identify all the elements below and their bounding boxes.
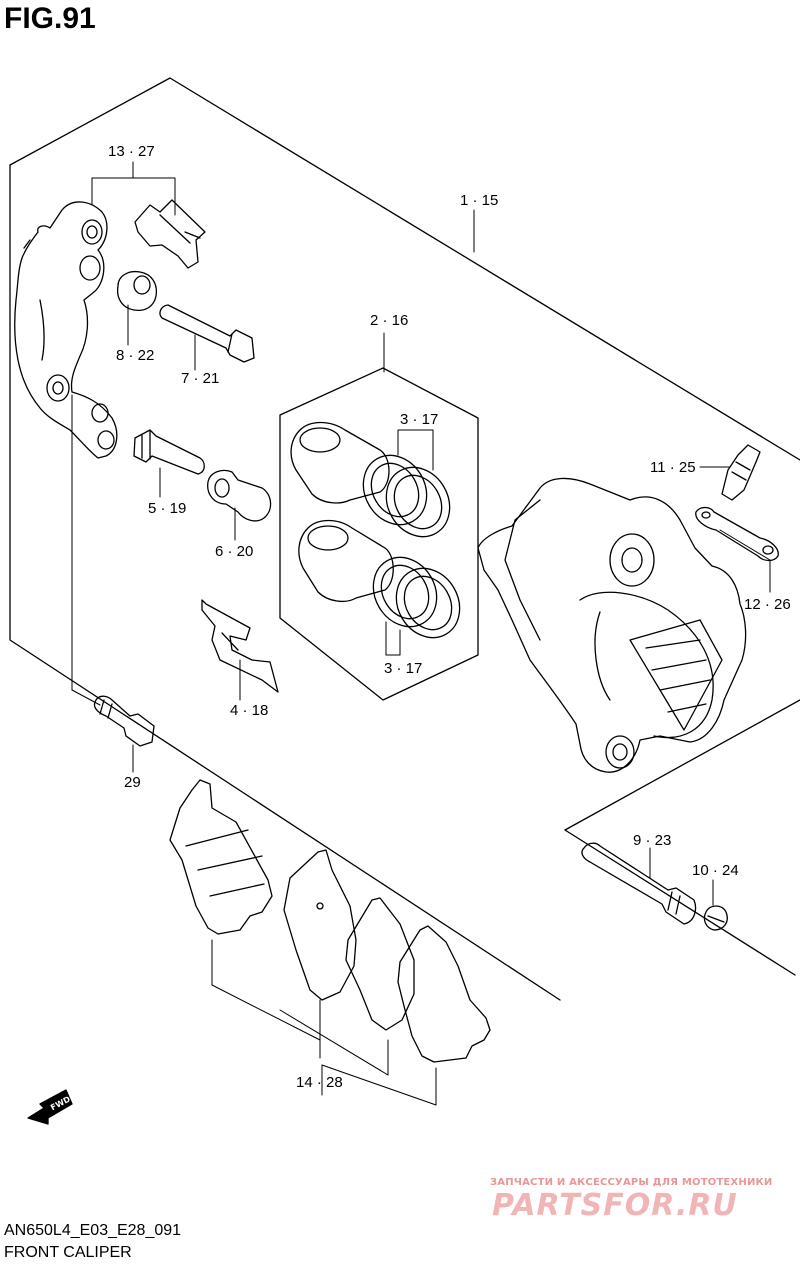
section-name: FRONT CALIPER [4,1244,132,1261]
figure-title: FIG.91 [4,2,96,35]
watermark-tagline: ЗАПЧАСТИ И АКСЕССУАРЫ ДЛЯ МОТОТЕХНИКИ [490,1177,773,1188]
mounting-bolt [93,695,155,747]
assembly-boundary [9,77,800,1001]
pad-spring [134,199,206,269]
callout-11-25: 11 · 25 [650,459,696,476]
pad-pin-plug [703,905,728,931]
callout-3-17-top: 3 · 17 [400,411,439,428]
pad-retainer [201,599,279,693]
caliper-bracket [14,201,118,459]
callout-2-16: 2 · 16 [370,312,409,329]
pad-pin [581,842,697,925]
piston-seals [362,454,461,639]
brake-pad-plate-2 [345,897,415,1031]
bleeder-bracket [695,506,779,562]
callout-10-24: 10 · 24 [692,862,739,879]
callout-7-21: 7 · 21 [181,370,220,387]
callout-6-20: 6 · 20 [215,543,254,560]
slide-pin-7 [159,304,255,363]
callout-4-18: 4 · 18 [230,702,269,719]
callout-29: 29 [124,774,141,791]
model-code: AN650L4_E03_E28_091 [4,1222,182,1239]
piston-upper [290,421,390,504]
forward-arrow-icon [27,1089,73,1125]
callout-5-19: 5 · 19 [148,500,187,517]
brake-pad-outer-front [169,779,273,935]
piston-lower [298,519,394,603]
callout-12-26: 12 · 26 [744,596,791,613]
caliper-body [477,477,747,773]
slide-pin-5 [133,429,205,475]
callout-9-23: 9 · 23 [633,832,672,849]
watermark-logo: PARTSFOR.RU [492,1188,738,1223]
callout-1-15: 1 · 15 [460,192,499,209]
boot-6 [207,469,272,522]
brake-pad-plate-1 [283,849,357,1001]
boot [116,270,158,312]
callout-8-22: 8 · 22 [116,347,155,364]
bleeder-valve [721,444,761,501]
callout-14-28: 14 · 28 [296,1074,343,1091]
piston-set-boundary [279,367,479,701]
callout-13-27: 13 · 27 [108,143,155,160]
leader-lines [71,161,771,1106]
brake-pad-inner-rear [397,925,491,1063]
callout-3-17-bottom: 3 · 17 [384,660,423,677]
